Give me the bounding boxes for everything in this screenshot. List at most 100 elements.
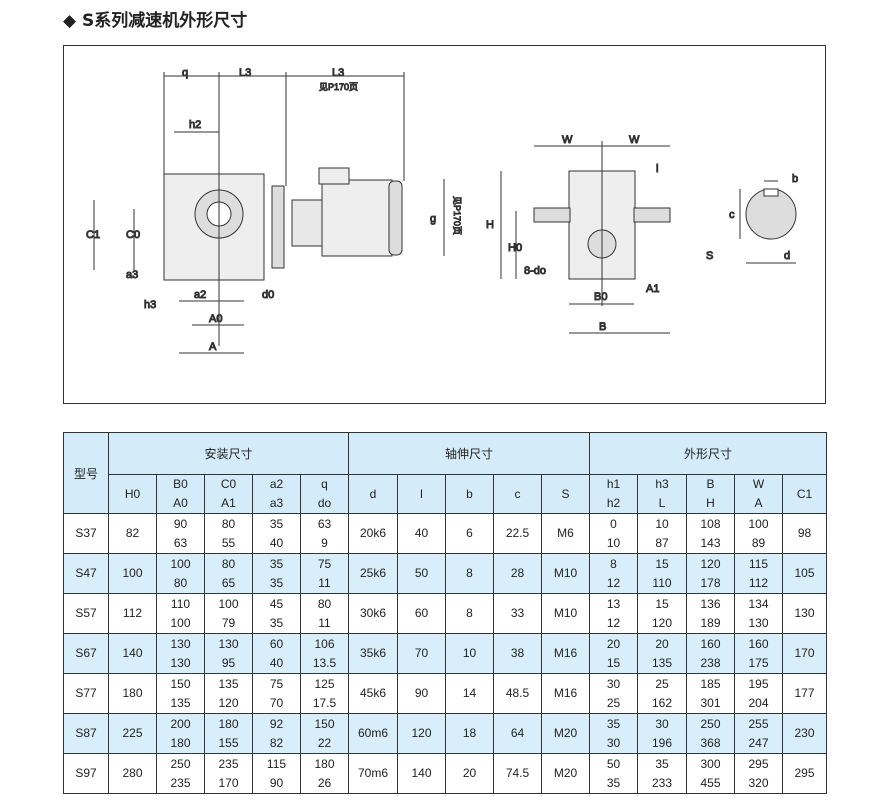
label-d0: d0 <box>262 289 274 301</box>
cell-value: 80 <box>317 596 332 611</box>
cell-value: 90 <box>414 686 429 700</box>
cell-value: 90 <box>173 516 188 531</box>
cell-value: 295 <box>794 766 815 780</box>
cell-value: M10 <box>553 566 578 580</box>
cell-value: 120 <box>700 556 721 571</box>
cell-value: 135 <box>170 695 191 710</box>
cell-value: 105 <box>794 566 815 580</box>
cell-value: 87 <box>655 535 669 550</box>
cell-value: 48.5 <box>505 686 530 700</box>
column-header-label: a3 <box>269 496 284 510</box>
cell-value: 455 <box>700 775 721 790</box>
cell-value: 368 <box>700 735 721 750</box>
model-cell: S57 <box>63 593 109 634</box>
cell-value: 6 <box>466 526 473 540</box>
table-cell: 280 <box>108 753 157 794</box>
cell-value: 100 <box>170 615 191 630</box>
cell-value: 35 <box>606 775 621 790</box>
column-header-label: B0 <box>173 477 188 491</box>
column-header-label: q <box>321 477 328 491</box>
cell-value: 15 <box>606 655 621 670</box>
table-cell: 180 <box>108 673 157 714</box>
label-h3: h3 <box>144 299 156 311</box>
column-header-label: h2 <box>606 496 621 510</box>
cell-value: 195 <box>748 676 769 691</box>
cell-value: 110 <box>652 575 672 590</box>
cell-value: 13 <box>606 596 621 611</box>
model-cell: S87 <box>63 713 109 754</box>
cell-value: 35 <box>269 556 284 571</box>
cell-value: 22 <box>317 735 332 750</box>
model-cell: S37 <box>63 513 109 554</box>
column-header-label: d <box>369 486 377 501</box>
column-header-label: h3 <box>655 477 669 491</box>
model-cell: S77 <box>63 673 109 714</box>
cell-value: 100 <box>122 566 143 580</box>
cell-value: 20 <box>462 766 477 780</box>
table-cell: 130 <box>782 593 827 634</box>
table-cell: 50 <box>397 553 446 594</box>
cell-value: 50 <box>606 756 621 771</box>
cell-value: 30 <box>606 735 621 750</box>
cell-value: 28 <box>510 566 525 580</box>
cell-value: 135 <box>218 676 239 691</box>
label-l3: L3 <box>239 67 251 79</box>
cell-value: 238 <box>700 655 721 670</box>
label-h0: H0 <box>508 242 522 254</box>
cell-value: 40 <box>269 535 284 550</box>
table-cell: 25k6 <box>348 553 398 594</box>
cell-value: 60 <box>269 636 284 651</box>
column-header-label: A0 <box>173 496 188 510</box>
dimension-drawing: q L3 L3 见P170页 h2 C1 C0 a3 h3 a2 d0 A0 A… <box>63 45 826 404</box>
cell-value: 20 <box>655 636 669 651</box>
cell-value: 130 <box>794 606 815 620</box>
label-8-do: 8-do <box>524 265 546 277</box>
cell-value: 115 <box>748 556 769 571</box>
cell-value: 80 <box>221 516 236 531</box>
cell-value: 8 <box>610 556 617 571</box>
cell-value: M20 <box>553 766 578 780</box>
label-a0: A0 <box>209 313 222 325</box>
table-cell: 38 <box>493 633 542 674</box>
label-h: H <box>486 219 494 231</box>
cell-value: M16 <box>553 686 578 700</box>
column-header-label: l <box>420 486 423 501</box>
table-cell: 35k6 <box>348 633 398 674</box>
label-h2: h2 <box>189 119 201 131</box>
table-cell: M10 <box>541 593 590 634</box>
column-header-label: C0 <box>220 477 237 491</box>
table-cell: 82 <box>108 513 157 554</box>
table-cell: 90 <box>397 673 446 714</box>
label-see-page-g: 见P170页 <box>452 196 462 235</box>
label-shaft-c: c <box>729 209 735 221</box>
cell-value: 64 <box>510 726 525 740</box>
cell-value: 35 <box>606 716 621 731</box>
cell-value: 204 <box>748 695 769 710</box>
side-view-drawing <box>93 72 445 354</box>
label-a1: A1 <box>646 283 659 295</box>
